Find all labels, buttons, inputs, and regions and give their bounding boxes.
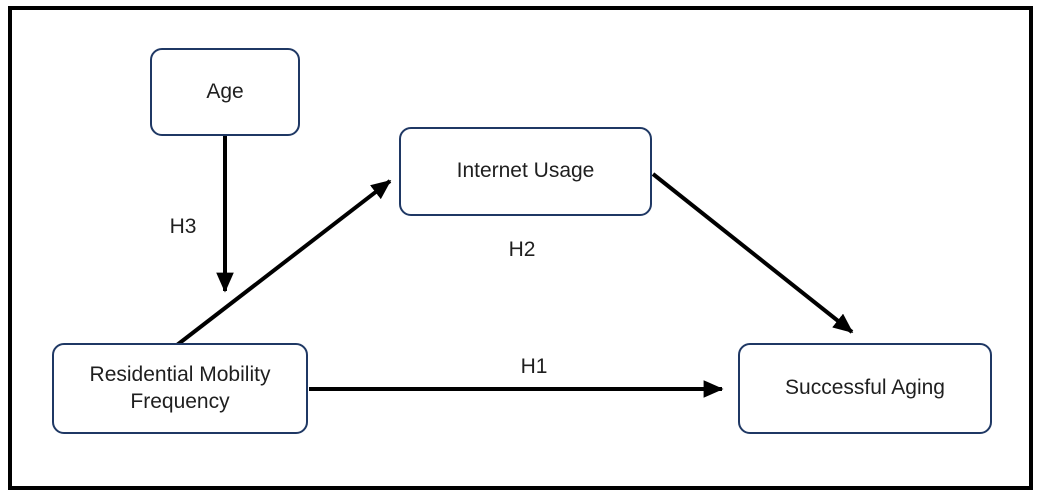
node-residential-mobility-frequency: Residential Mobility Frequency [52,343,308,434]
arrow-rmf-to-internet-usage [175,179,392,347]
node-internet-usage: Internet Usage [399,127,652,216]
hypothesis-label-h1: H1 [520,355,548,378]
diagram-outer-frame [8,6,1033,490]
node-internet-usage-label: Internet Usage [456,159,595,183]
node-residential-mobility-frequency-label: Residential Mobility Frequency [89,363,271,413]
node-age-label: Age [206,79,244,103]
arrow-internet-usage-to-successful-aging [651,172,854,334]
node-successful-aging-label: Successful Aging [785,376,945,400]
node-successful-aging: Successful Aging [738,343,992,434]
hypothesis-label-h2: H2 [508,238,536,261]
node-age: Age [150,48,300,136]
hypothesis-label-h3: H3 [169,215,197,238]
